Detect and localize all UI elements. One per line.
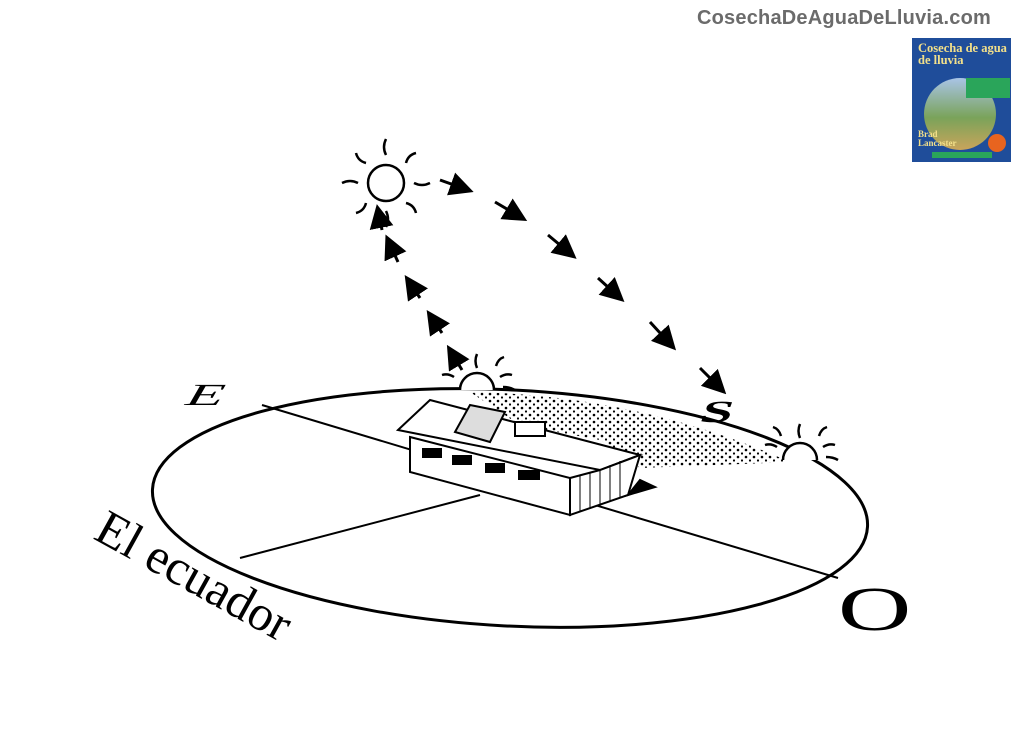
site-url: CosechaDeAguaDeLluvia.com [697, 7, 991, 29]
sun-noon-icon [341, 138, 431, 228]
west-label: O [838, 575, 911, 644]
book-title: Cosecha de agua de lluvia [918, 41, 1007, 67]
book-footer [932, 152, 992, 158]
equator-label: El ecuador [87, 499, 303, 652]
sunrise-icon [441, 353, 516, 392]
book-author: Brad Lancaster [918, 129, 957, 148]
solar-panel [453, 403, 507, 444]
book-cover: Cosecha de agua de lluvia Brad Lancaster [912, 38, 1011, 162]
house [395, 398, 658, 517]
sun-path-arrows [369, 172, 727, 395]
sunset-icon [764, 423, 839, 462]
north-south-line [239, 494, 481, 559]
shadow-area [470, 392, 790, 468]
horizon-ellipse [150, 387, 870, 629]
book-cover-volume-box [966, 78, 1010, 98]
book-badge [988, 134, 1006, 152]
east-label: E [178, 377, 235, 411]
south-label: S [695, 395, 739, 429]
